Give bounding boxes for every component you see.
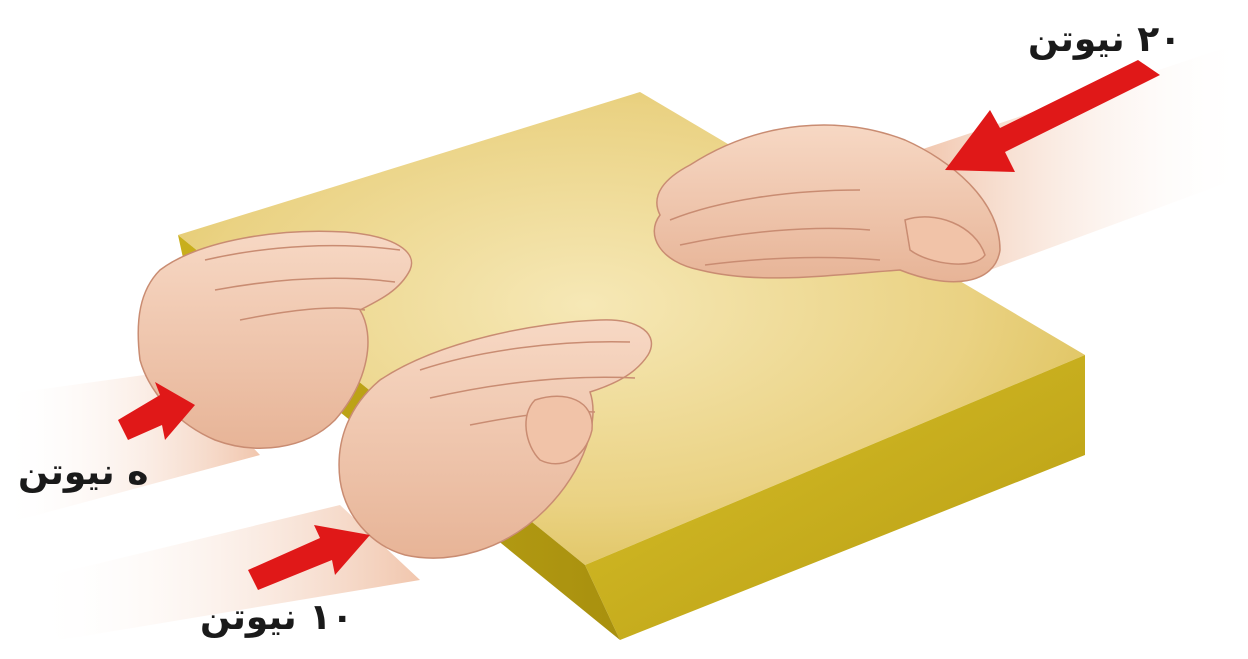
force-label-10n: ۱۰ نیوتن [200, 600, 353, 636]
force-label-20n: ۲۰ نیوتن [1028, 22, 1181, 58]
force-label-5n: ه نیوتن [18, 455, 148, 491]
right-hand [654, 40, 1248, 282]
